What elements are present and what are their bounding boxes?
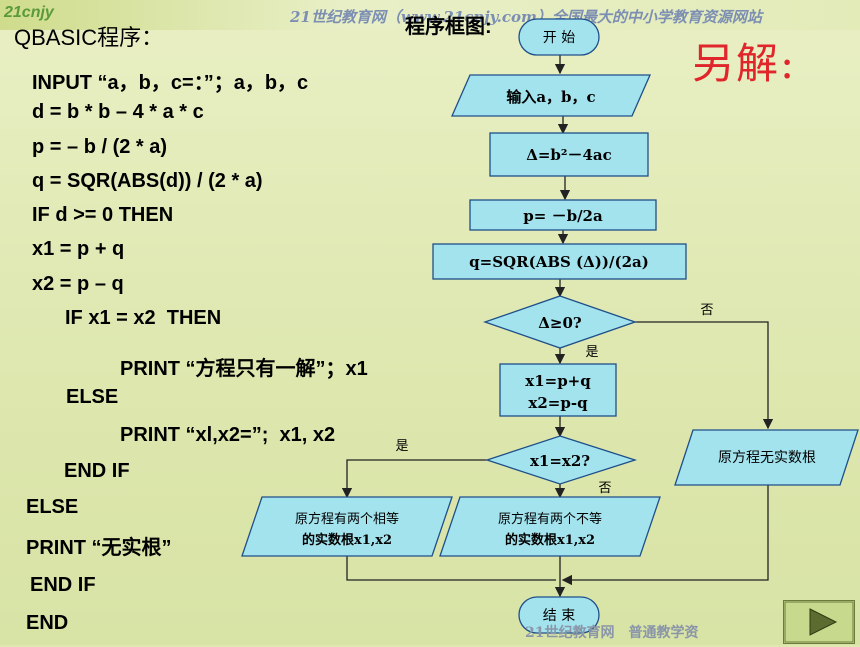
delta-box xyxy=(489,132,649,177)
cond2-no-label: 否 xyxy=(598,481,611,496)
code-line: x1 = p + q xyxy=(32,238,125,260)
start-text: 开 始 xyxy=(543,30,575,46)
end-text: 结 束 xyxy=(543,608,575,624)
cond1-yes-label: 是 xyxy=(585,345,598,360)
next-slide-button[interactable] xyxy=(783,600,855,644)
start-terminal xyxy=(518,18,600,56)
watermark-top: 21世纪教育网（www.21cnjy.com）全国最大的中小学教育资源网站 xyxy=(290,8,762,26)
code-line: END IF xyxy=(30,574,96,596)
cond2-yes-label: 是 xyxy=(395,439,408,454)
code-line: IF d >= 0 THEN xyxy=(32,204,174,226)
q-text: q=SQR(ABS (Δ))/(2a) xyxy=(469,253,649,271)
code-line: ELSE xyxy=(26,496,79,518)
code-line: ELSE xyxy=(66,386,119,408)
p-box xyxy=(469,199,657,231)
code-line: x2 = p – q xyxy=(32,273,124,295)
code-line: PRINT “xl,x2=”; x1, x2 xyxy=(120,424,336,446)
code-line: d = b * b – 4 * a * c xyxy=(32,101,204,123)
assign2-text: x2=p-q xyxy=(528,394,588,412)
top-band xyxy=(0,0,860,30)
cond2-diamond xyxy=(484,435,638,485)
code-line: PRINT “方程只有一解”；x1 xyxy=(120,358,368,380)
code-line: END IF xyxy=(64,460,130,482)
out-diff-box xyxy=(439,496,661,557)
end-terminal xyxy=(518,596,600,634)
code-line: PRINT “无实根” xyxy=(26,537,172,559)
assign-box xyxy=(499,363,617,417)
out-equal-box xyxy=(241,496,453,557)
code-line: q = SQR(ABS(d)) / (2 * a) xyxy=(32,170,263,192)
out-diff-line1: 原方程有两个不等 xyxy=(498,511,602,527)
code-line: p = – b / (2 * a) xyxy=(32,136,168,158)
q-box xyxy=(432,243,687,280)
flowchart-title: 程序框图: xyxy=(405,16,492,38)
out-none-box xyxy=(674,429,859,486)
page-title: QBASIC程序： xyxy=(14,25,164,50)
cond1-no-label: 否 xyxy=(700,303,713,318)
cond1-text: Δ≥0? xyxy=(538,314,582,332)
out-equal-line2: 的实数根x1,x2 xyxy=(302,532,392,548)
code-line: END xyxy=(26,612,69,634)
input-text: 输入a，b，c xyxy=(506,88,595,106)
out-none-text: 原方程无实数根 xyxy=(718,450,816,466)
next-slide-icon xyxy=(809,608,838,636)
cond2-text: x1=x2? xyxy=(530,452,590,470)
out-diff-line2: 的实数根x1,x2 xyxy=(505,532,595,548)
assign1-text: x1=p+q xyxy=(525,372,591,390)
p-text: p= －b/2a xyxy=(523,207,603,225)
code-line: INPUT “a，b，c=：”；a，b，c xyxy=(32,72,309,94)
alt-solution-label: 另解: xyxy=(692,39,797,88)
out-equal-line1: 原方程有两个相等 xyxy=(295,511,399,527)
site-logo: 21cnjy xyxy=(4,4,54,21)
cond1-diamond xyxy=(483,295,637,349)
watermark-bottom: 21世纪教育网 普通教学资 xyxy=(525,625,699,641)
code-line: IF x1 = x2 THEN xyxy=(65,307,222,329)
delta-text: Δ=b²－4ac xyxy=(526,146,612,164)
input-box xyxy=(451,74,651,117)
